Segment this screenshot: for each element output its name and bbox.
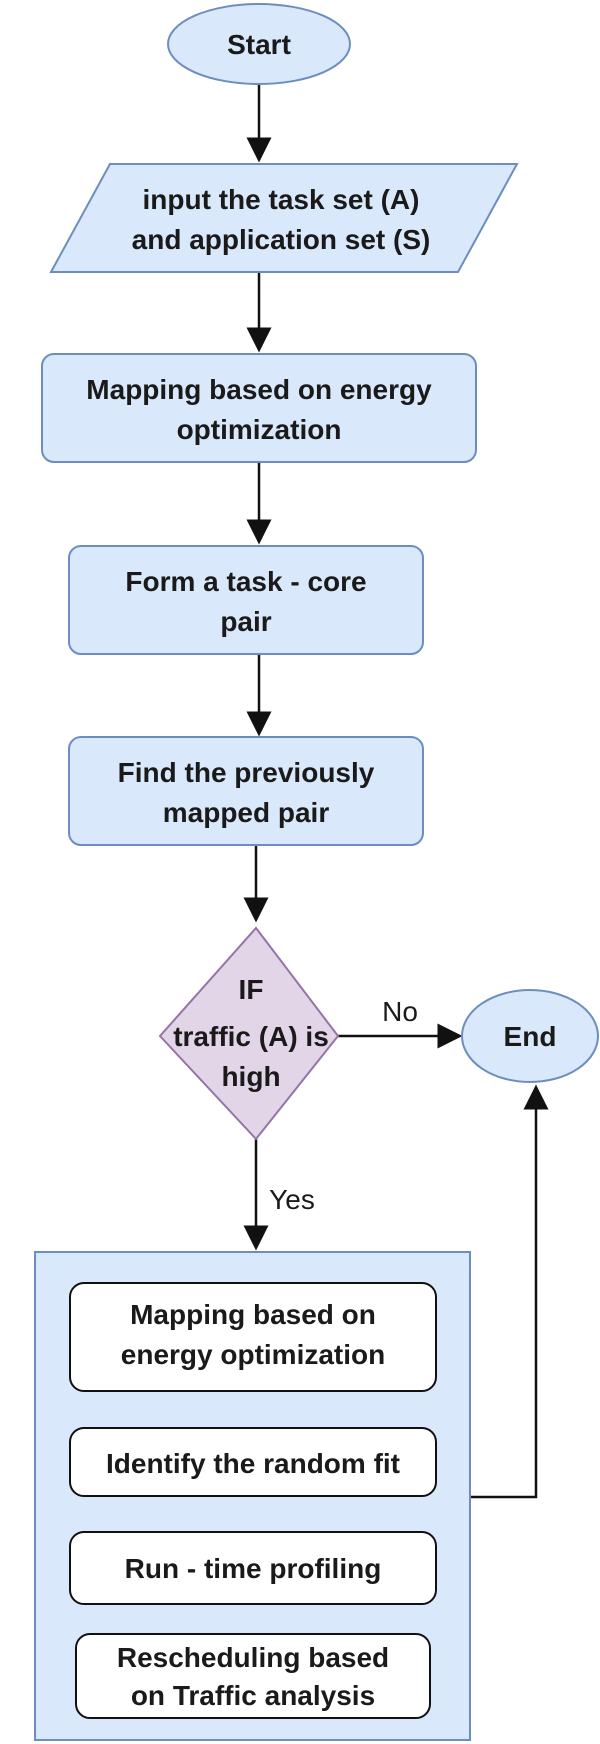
group-step-rescheduling-line1: Rescheduling based [117, 1642, 389, 1673]
input-label-line2: and application set (S) [132, 224, 431, 255]
decision-label-line1: IF [239, 974, 264, 1005]
form-pair-label-line2: pair [220, 606, 271, 637]
mapping-node [41, 353, 477, 463]
form-pair-node [68, 545, 424, 655]
end-node [461, 989, 599, 1083]
group-step-rescheduling [75, 1633, 431, 1719]
group-step-random-fit-label: Identify the random fit [106, 1448, 400, 1479]
find-pair-label-line1: Find the previously [118, 757, 375, 788]
no-label: No [382, 996, 418, 1027]
form-pair-label-line1: Form a task - core [125, 566, 366, 597]
find-pair-node [68, 736, 424, 846]
mapping-label-line2: optimization [177, 414, 342, 445]
end-label: End [504, 1021, 557, 1052]
start-node [167, 3, 351, 85]
group-step-mapping-line2: energy optimization [121, 1339, 385, 1370]
input-node [49, 163, 519, 273]
group-step-mapping-line1: Mapping based on [130, 1299, 376, 1330]
decision-label-line3: high [221, 1061, 280, 1092]
edge-group-end [470, 1084, 549, 1499]
group-step-rescheduling-line2: on Traffic analysis [131, 1680, 375, 1711]
group-step-profiling [69, 1531, 437, 1605]
start-label: Start [227, 29, 291, 60]
group-step-mapping [69, 1282, 437, 1392]
yes-label: Yes [269, 1184, 315, 1215]
group-step-random-fit [69, 1427, 437, 1497]
mapping-label-line1: Mapping based on energy [86, 374, 432, 405]
input-label-line1: input the task set (A) [143, 184, 420, 215]
decision-label-line2: traffic (A) is [173, 1021, 329, 1052]
decision-node [158, 926, 340, 1141]
find-pair-label-line2: mapped pair [163, 797, 330, 828]
group-step-profiling-label: Run - time profiling [125, 1553, 382, 1584]
